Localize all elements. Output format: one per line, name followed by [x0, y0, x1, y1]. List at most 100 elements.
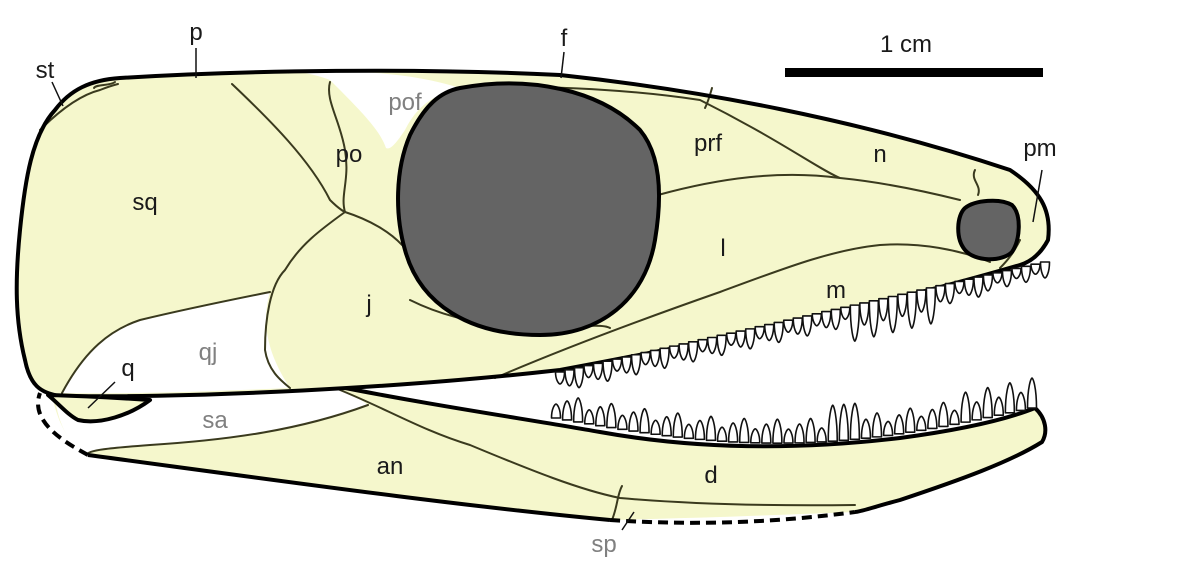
lower-tooth	[816, 427, 827, 443]
lower-tooth	[849, 402, 861, 441]
lower-teeth	[550, 377, 1038, 444]
prefrontal-lacrimal-suture	[657, 173, 961, 201]
leader-q	[87, 381, 116, 409]
upper-tooth	[935, 284, 946, 303]
upper-tooth	[782, 319, 794, 334]
lower-tooth	[827, 404, 839, 443]
lower-tooth	[1004, 382, 1016, 414]
quadrate-bone	[46, 393, 152, 424]
lower-tooth	[971, 401, 982, 421]
upper-tooth	[830, 308, 842, 331]
upper-tooth	[754, 325, 766, 340]
upper-tooth	[801, 315, 813, 337]
upper-tooth	[839, 306, 851, 321]
lower-tooth	[550, 403, 562, 419]
lower-tooth	[982, 386, 994, 419]
scale-bar: 1 cm	[785, 31, 1043, 77]
nasal-premaxilla-suture	[972, 169, 980, 196]
lower-tooth	[683, 423, 695, 440]
surangular-angular-suture	[85, 404, 369, 456]
label-p: p	[189, 19, 202, 46]
upper-tooth	[773, 321, 785, 344]
label-an: an	[377, 453, 404, 480]
lower-tooth	[893, 414, 905, 435]
lower-tooth	[606, 402, 617, 429]
label-d: d	[704, 462, 717, 489]
upper-tooth	[735, 330, 746, 348]
lower-tooth	[805, 417, 816, 444]
scale-bar-label: 1 cm	[880, 31, 932, 58]
upper-tooth	[1020, 265, 1032, 284]
upper-tooth	[1001, 269, 1013, 288]
parietal-frontal-suture	[93, 81, 116, 89]
lower-jaw-outline-bottom	[87, 453, 611, 522]
label-sa: sa	[202, 407, 228, 434]
lower-tooth	[572, 397, 584, 423]
label-q: q	[121, 355, 134, 382]
label-sq: sq	[132, 189, 157, 216]
leader-lines	[51, 48, 1043, 531]
upper-tooth	[697, 338, 708, 353]
leader-sp	[621, 511, 635, 531]
lower-tooth	[738, 417, 750, 444]
upper-tooth	[668, 345, 680, 359]
upper-tooth	[744, 328, 756, 350]
label-st: st	[36, 57, 55, 84]
postorbital-jugal-suture	[344, 211, 403, 246]
lower-tooth	[561, 400, 573, 421]
upper-tooth	[640, 351, 651, 366]
squamosal-jugal-suture	[264, 211, 346, 389]
lower-jaw	[36, 377, 1048, 525]
parietal-squamosal-suture	[39, 83, 119, 131]
lower-tooth	[860, 418, 872, 439]
lower-tooth	[993, 396, 1005, 417]
leader-pm	[1032, 169, 1043, 223]
upper-tooth	[849, 304, 861, 342]
upper-tooth	[678, 343, 689, 361]
upper-tooth	[878, 297, 889, 322]
lower-tooth	[838, 403, 850, 442]
upper-tooth	[944, 282, 956, 305]
upper-tooth	[659, 347, 670, 370]
upper-tooth	[916, 289, 927, 313]
label-sp: sp	[591, 531, 616, 558]
upper-tooth	[687, 341, 699, 363]
lower-tooth	[949, 409, 960, 426]
upper-tooth	[982, 274, 994, 292]
lower-tooth	[694, 419, 706, 441]
scale-bar-line	[785, 68, 1043, 77]
lower-tooth	[960, 391, 971, 423]
upper-tooth	[716, 334, 727, 357]
upper-tooth	[554, 371, 566, 385]
lower-tooth	[628, 411, 639, 432]
upper-tooth	[954, 280, 965, 295]
upper-tooth	[1011, 267, 1022, 280]
leader-st	[51, 81, 64, 107]
upper-tooth	[583, 364, 594, 379]
lower-tooth	[772, 418, 783, 444]
upper-tooth	[811, 312, 823, 327]
lower-tooth	[1026, 377, 1038, 409]
label-pof: pof	[388, 89, 422, 116]
leader-f	[560, 51, 565, 79]
label-l: l	[720, 235, 725, 262]
lower-tooth	[749, 428, 761, 444]
upper-tooth	[725, 332, 737, 346]
upper-tooth	[573, 366, 585, 389]
lower-tooth	[882, 420, 894, 437]
label-pm: pm	[1023, 135, 1056, 162]
upper-tooth	[820, 310, 832, 329]
label-m: m	[826, 277, 846, 304]
upper-tooth	[602, 360, 613, 383]
orbit	[396, 81, 662, 338]
lower-tooth	[871, 412, 883, 438]
upper-tooth	[792, 317, 804, 335]
lower-tooth	[583, 409, 595, 425]
upper-tooth	[564, 369, 575, 387]
lower-tooth	[705, 415, 717, 442]
upper-tooth	[897, 293, 908, 318]
upper-tooth	[992, 271, 1003, 284]
upper-tooth	[630, 353, 642, 376]
parietal-postorbital-suture	[231, 83, 346, 213]
